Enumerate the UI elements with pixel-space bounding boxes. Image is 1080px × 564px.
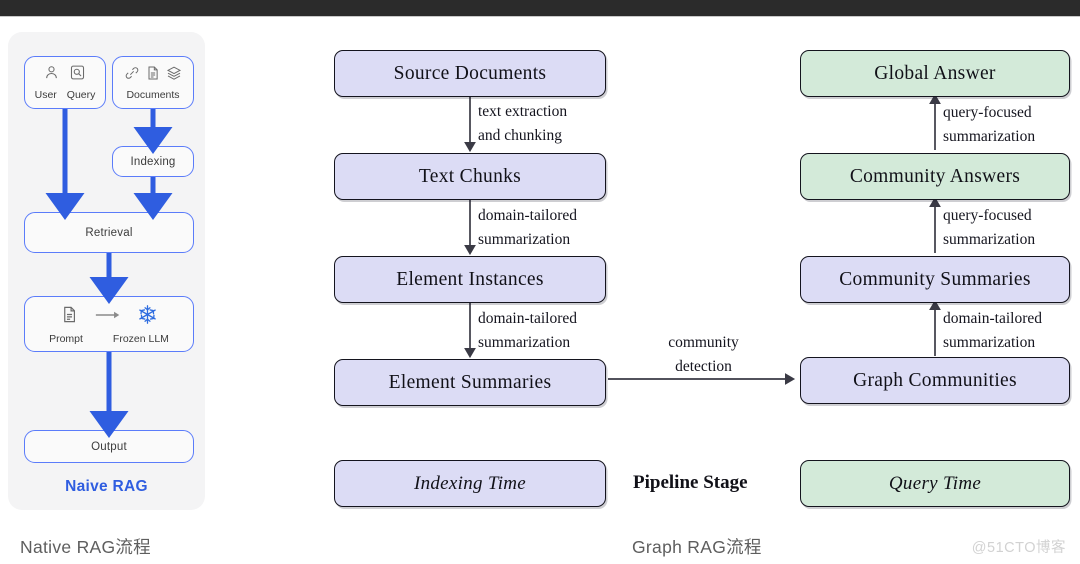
- box-label: Community Answers: [849, 165, 1021, 187]
- caption-right: Graph RAG流程: [632, 537, 762, 557]
- box-community-summaries[interactable]: Community Summaries: [800, 256, 1070, 303]
- indexing-box[interactable]: Indexing: [112, 146, 194, 177]
- output-label: Output: [91, 440, 127, 453]
- edge-line-1: domain-tailored: [478, 310, 577, 327]
- snowflake-icon: [137, 304, 158, 330]
- edge-line-1: text extraction: [478, 103, 568, 120]
- arrow-right-icon: [95, 308, 121, 326]
- box-element-summaries[interactable]: Element Summaries: [334, 359, 606, 406]
- naive-rag-title: Naive RAG: [65, 478, 148, 495]
- top-dark-bar: [0, 0, 1080, 16]
- edge-label-domain-tailored-3: domain-tailored summarization: [943, 307, 1042, 354]
- retrieval-box[interactable]: Retrieval: [24, 212, 194, 253]
- box-label: Community Summaries: [839, 268, 1031, 290]
- query-icon: [69, 64, 86, 86]
- edge-line-2: summarization: [943, 127, 1036, 145]
- edge-line-1: domain-tailored: [943, 310, 1042, 327]
- edge-line-2: summarization: [943, 230, 1036, 248]
- box-source-documents[interactable]: Source Documents: [334, 50, 606, 97]
- document-icon: [60, 305, 79, 329]
- frozen-llm-label: Frozen LLM: [112, 332, 169, 345]
- layers-icon: [166, 65, 182, 86]
- legend-label: Query Time: [888, 472, 982, 494]
- user-label: User: [34, 89, 57, 101]
- legend-indexing-time[interactable]: Indexing Time: [334, 460, 606, 507]
- caption-left: Native RAG流程: [20, 537, 151, 557]
- indexing-label: Indexing: [130, 155, 176, 168]
- legend-pipeline-stage: Pipeline Stage: [633, 472, 748, 493]
- edge-line-2: and chunking: [478, 126, 562, 144]
- edge-line-1: community: [668, 334, 739, 351]
- box-label: Element Instances: [396, 268, 544, 290]
- user-icon: [43, 64, 60, 86]
- edge-label-query-focused-1: query-focused summarization: [943, 101, 1035, 148]
- documents-label: Documents: [126, 88, 180, 101]
- legend-label: Indexing Time: [413, 472, 527, 494]
- box-element-instances[interactable]: Element Instances: [334, 256, 606, 303]
- edge-label-domain-tailored-1: domain-tailored summarization: [478, 204, 577, 251]
- link-icon: [124, 65, 140, 86]
- prompt-frozen-llm-box[interactable]: Prompt Frozen LLM: [24, 296, 194, 352]
- retrieval-label: Retrieval: [85, 226, 133, 239]
- legend-query-time[interactable]: Query Time: [800, 460, 1070, 507]
- document-icon: [145, 65, 161, 86]
- edge-line-1: query-focused: [943, 207, 1032, 224]
- edge-line-1: domain-tailored: [478, 207, 577, 224]
- documents-box[interactable]: Documents: [112, 56, 194, 109]
- edge-label-community-detection: community detection: [636, 331, 771, 378]
- edge-line-2: detection: [675, 357, 732, 375]
- edge-line-2: summarization: [943, 333, 1036, 351]
- box-global-answer[interactable]: Global Answer: [800, 50, 1070, 97]
- output-box[interactable]: Output: [24, 430, 194, 463]
- edge-label-domain-tailored-2: domain-tailored summarization: [478, 307, 577, 354]
- prompt-label: Prompt: [49, 332, 83, 345]
- box-label: Element Summaries: [388, 371, 552, 393]
- box-community-answers[interactable]: Community Answers: [800, 153, 1070, 200]
- edge-line-2: summarization: [478, 333, 571, 351]
- watermark: @51CTO博客: [971, 540, 1066, 556]
- query-label: Query: [66, 89, 96, 101]
- box-label: Source Documents: [393, 62, 547, 84]
- box-label: Global Answer: [874, 62, 996, 84]
- edge-label-query-focused-2: query-focused summarization: [943, 204, 1035, 251]
- edge-line-2: summarization: [478, 230, 571, 248]
- box-label: Graph Communities: [853, 369, 1017, 391]
- box-graph-communities[interactable]: Graph Communities: [800, 357, 1070, 404]
- user-query-box[interactable]: User Query: [24, 56, 106, 109]
- top-divider: [0, 16, 1080, 17]
- box-label: Text Chunks: [418, 165, 522, 187]
- edge-label-text-extraction: text extraction and chunking: [478, 100, 567, 147]
- naive-rag-panel: User Query Documents In: [8, 32, 205, 510]
- box-text-chunks[interactable]: Text Chunks: [334, 153, 606, 200]
- edge-line-1: query-focused: [943, 104, 1032, 121]
